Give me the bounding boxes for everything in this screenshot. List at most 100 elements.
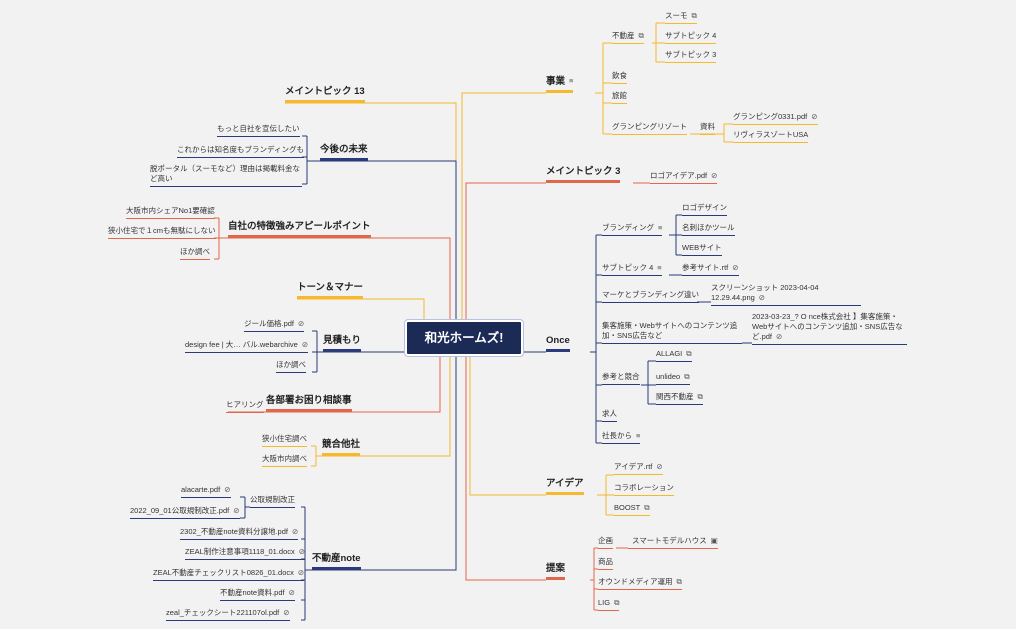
paperclip-icon: ⊘ <box>291 527 299 536</box>
topic-kakubusho[interactable]: 各部署お困り相談事 <box>266 395 352 412</box>
subtopic-fudosan[interactable]: 不動産⧉ <box>612 31 644 44</box>
leaf-tokucho-1[interactable]: 大阪市内シェアNo1要確認 <box>126 206 215 219</box>
leaf-label: ロゴアイデア.pdf <box>650 171 708 180</box>
topic-kongo[interactable]: 今後の未来 <box>320 144 368 161</box>
subtopic-shiryo[interactable]: 資料 <box>700 122 715 135</box>
topic-kyogo[interactable]: 競合他社 <box>322 439 361 456</box>
topic-idea[interactable]: アイデア <box>546 478 584 495</box>
external-link-icon: ⧉ <box>614 598 620 607</box>
topic-jigyo[interactable]: 事業≡ <box>546 76 574 93</box>
leaf-label: alacarte.pdf <box>181 485 221 494</box>
leaf-alacarte[interactable]: alacarte.pdf⊘ <box>181 485 231 498</box>
subtopic-kikaku[interactable]: 企画 <box>598 536 613 549</box>
subtopic-marke[interactable]: マーケとブランディング違い <box>602 290 699 303</box>
leaf-note-file-2[interactable]: ZEAL制作注意事項1118_01.docx⊘ <box>185 547 306 560</box>
paperclip-icon: ⊘ <box>301 340 309 349</box>
leaf-meishi[interactable]: 名刺ほかツール <box>682 223 735 236</box>
leaf-tokucho-3[interactable]: ほか調べ <box>180 247 210 260</box>
topic-tone[interactable]: トーン＆マナー <box>297 282 364 299</box>
subtopic-sanko[interactable]: 参考と競合 <box>602 372 640 385</box>
connector <box>465 182 546 336</box>
leaf-label: ALLAGI <box>656 349 683 358</box>
paperclip-icon: ⊘ <box>758 293 766 302</box>
leaf-web[interactable]: WEBサイト <box>682 243 722 256</box>
leaf-label: スマートモデルハウス <box>632 536 707 545</box>
leaf-idea-rtf[interactable]: アイデア.rtf⊘ <box>614 462 663 475</box>
connector <box>301 506 312 621</box>
topic-once[interactable]: Once <box>546 335 570 352</box>
leaf-note-file-5[interactable]: zeal_チェックシート221107ol.pdf⊘ <box>166 608 290 621</box>
connector <box>311 445 322 467</box>
leaf-label: グランピング0331.pdf <box>733 112 808 121</box>
topic-fudosan-note[interactable]: 不動産note <box>312 553 361 570</box>
leaf-note-file-4[interactable]: 不動産note資料.pdf⊘ <box>220 588 295 601</box>
leaf-collab[interactable]: コラボレーション <box>614 483 674 496</box>
leaf-subtopic3[interactable]: サブトピック 3 <box>665 50 717 63</box>
connector <box>590 234 602 444</box>
notes-icon: ≡ <box>657 263 662 272</box>
connector <box>595 42 612 135</box>
leaf-label: 関西不動産 <box>656 392 694 401</box>
leaf-label: 2022_09_01公取規制改正.pdf <box>130 506 230 515</box>
external-link-icon: ⧉ <box>644 503 650 512</box>
leaf-allagi[interactable]: ALLAGI⧉ <box>656 349 692 362</box>
leaf-mitsumori-3[interactable]: ほか調べ <box>276 360 306 373</box>
paperclip-icon: ⊘ <box>656 462 663 471</box>
subtopic-shacho[interactable]: 社長から≡ <box>602 431 641 444</box>
leaf-mitsumori-2[interactable]: design fee | 大… バル.webarchive⊘ <box>185 340 309 353</box>
topic-main13[interactable]: メイントピック 13 <box>285 86 365 103</box>
leaf-label: 2302_不動産note資料分譲地.pdf <box>180 527 288 536</box>
leaf-unlideo[interactable]: unlideo⧉ <box>656 372 690 385</box>
leaf-rivila[interactable]: リヴィラスゾートUSA <box>733 130 809 143</box>
leaf-logo-design[interactable]: ロゴデザイン <box>682 203 727 216</box>
topic-main3[interactable]: メイントピック 3 <box>546 166 621 183</box>
connector <box>297 298 425 320</box>
connector <box>214 217 228 260</box>
leaf-boost[interactable]: BOOST⧉ <box>614 503 650 516</box>
leaf-kyogo-2[interactable]: 大阪市内調べ <box>262 454 307 467</box>
leaf-kongo-1[interactable]: もっと自社を宣伝したい <box>217 124 300 137</box>
topic-mitsumori[interactable]: 見積もり <box>323 335 362 352</box>
leaf-hearing[interactable]: ヒアリング <box>226 400 264 413</box>
leaf-kyogo-1[interactable]: 狭小住宅調べ <box>262 434 307 447</box>
leaf-note-file-3[interactable]: ZEAL不動産チェックリスト0826_01.docx⊘ <box>153 568 305 581</box>
external-link-icon: ⧉ <box>638 31 644 40</box>
connector <box>461 92 546 336</box>
leaf-sanko-site[interactable]: 参考サイト.rtf⊘ <box>682 263 739 276</box>
subtopic-sub4[interactable]: サブトピック 4≡ <box>602 263 662 276</box>
connector <box>641 360 656 405</box>
leaf-label: スーモ <box>665 11 688 20</box>
leaf-mitsumori-1[interactable]: ジール価格.pdf⊘ <box>244 319 305 332</box>
leaf-label: BOOST <box>614 503 641 512</box>
leaf-note-file-1[interactable]: 2302_不動産note資料分譲地.pdf⊘ <box>180 527 299 540</box>
leaf-koji-pdf[interactable]: 2022_09_01公取規制改正.pdf⊘ <box>130 506 240 519</box>
topic-teian[interactable]: 提案 <box>546 563 566 580</box>
leaf-smart-model[interactable]: スマートモデルハウス▣ <box>628 536 718 549</box>
subtopic-shukyaku[interactable]: 集客施策・Webサイトへのコンテンツ追加・SNS広告など <box>602 321 742 344</box>
subtopic-koji[interactable]: 公取規制改正 <box>250 495 295 508</box>
leaf-glamping-pdf[interactable]: グランピング0331.pdf⊘ <box>733 112 818 125</box>
leaf-logo-idea[interactable]: ロゴアイデア.pdf⊘ <box>650 171 718 184</box>
leaf-suumo[interactable]: スーモ⧉ <box>665 11 697 24</box>
connector <box>228 237 451 336</box>
leaf-tokucho-2[interactable]: 狭小住宅で１cmも無駄にしない <box>108 226 216 239</box>
subtopic-ryokan[interactable]: 旅館 <box>612 91 627 104</box>
subtopic-owned[interactable]: オウンドメディア運用⧉ <box>598 577 682 590</box>
subtopic-branding[interactable]: ブランディング≡ <box>602 223 663 236</box>
leaf-screenshot[interactable]: スクリーンショット 2023-04-04 12.29.44.png⊘ <box>711 283 861 306</box>
leaf-kongo-2[interactable]: これからは知名度もブランディングも <box>177 145 304 158</box>
subtopic-inshoku[interactable]: 飲食 <box>612 71 627 84</box>
leaf-shukyaku-pdf[interactable]: 2023-03-23_? O nce株式会社 】集客施策・Webサイトへのコンテ… <box>752 312 907 345</box>
subtopic-shohin[interactable]: 商品 <box>598 557 613 570</box>
paperclip-icon: ⊘ <box>233 506 240 515</box>
central-topic[interactable]: 和光ホームズ! <box>404 319 524 357</box>
subtopic-glamping[interactable]: グランピングリゾート <box>612 122 687 135</box>
connector <box>469 352 546 496</box>
topic-tokucho[interactable]: 自社の特徴強みアピールポイント <box>228 221 371 238</box>
subtopic-lig[interactable]: LIG⧉ <box>598 598 620 611</box>
subtopic-kyujin[interactable]: 求人 <box>602 409 617 422</box>
leaf-kongo-3[interactable]: 脱ポータル（スーモなど）理由は掲載料金など高い <box>150 164 302 187</box>
leaf-kansai[interactable]: 関西不動産⧉ <box>656 392 703 405</box>
leaf-subtopic4[interactable]: サブトピック 4 <box>665 31 717 44</box>
connector <box>312 352 457 571</box>
